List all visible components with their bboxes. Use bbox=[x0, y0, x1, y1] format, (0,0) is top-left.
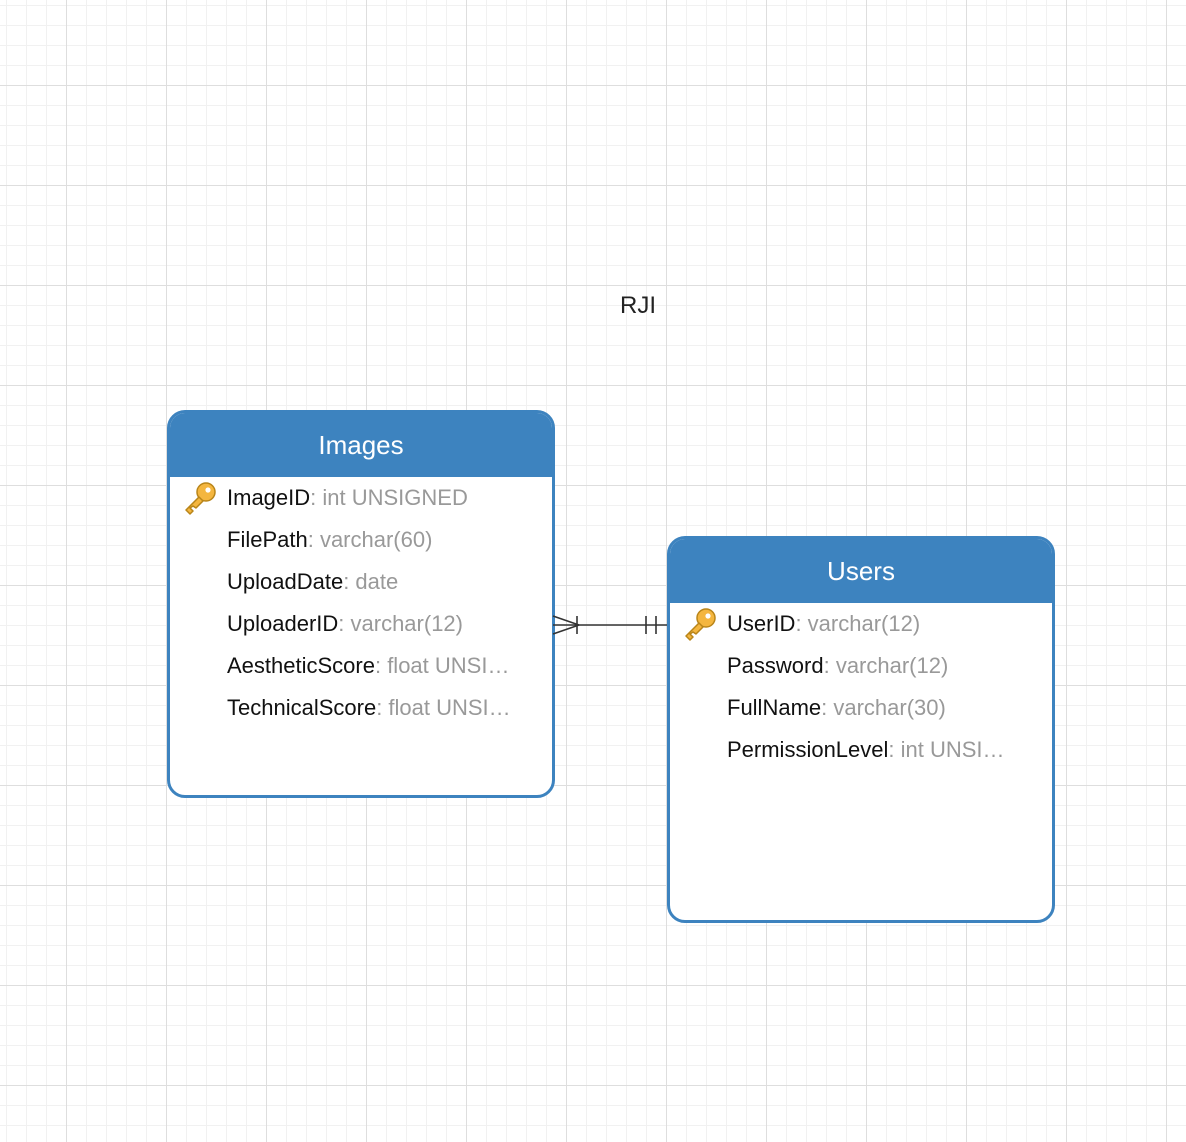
crowfoot-mark bbox=[552, 624, 580, 635]
entity-images[interactable]: Images ImageID: int UNSIGNED FilePath: v… bbox=[167, 410, 555, 798]
attribute-list: UserID: varchar(12) Password: varchar(12… bbox=[670, 603, 1052, 771]
entity-users[interactable]: Users UserID: varchar(12) Password: varc… bbox=[667, 536, 1055, 923]
entity-header: Images bbox=[170, 413, 552, 477]
diagram-title: RJI bbox=[620, 292, 656, 319]
attribute-list: ImageID: int UNSIGNED FilePath: varchar(… bbox=[170, 477, 552, 729]
key-icon bbox=[685, 608, 716, 641]
attribute-row[interactable]: ImageID: int UNSIGNED bbox=[170, 477, 552, 519]
key-icon bbox=[185, 482, 216, 515]
entity-header: Users bbox=[670, 539, 1052, 603]
crowfoot-mark bbox=[552, 615, 580, 626]
attribute-row[interactable]: UserID: varchar(12) bbox=[670, 603, 1052, 645]
